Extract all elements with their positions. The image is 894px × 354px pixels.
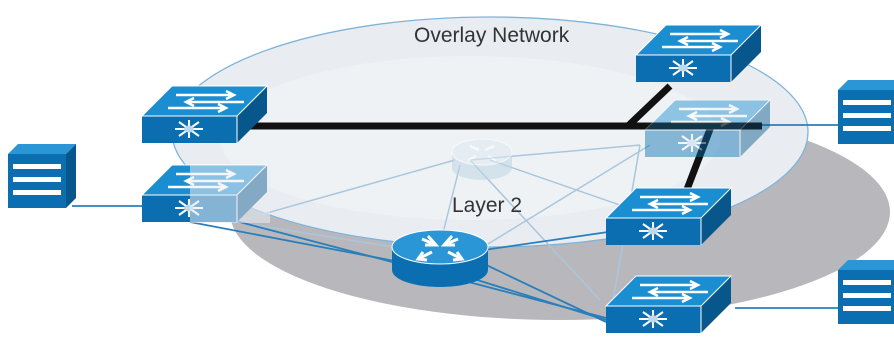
server-icon xyxy=(838,260,894,324)
router-icon xyxy=(390,228,490,289)
server-icon xyxy=(8,144,76,208)
server-icon xyxy=(838,80,894,144)
overlay-network-label: Overlay Network xyxy=(414,24,570,47)
router-icon xyxy=(451,138,513,180)
layer2-label: Layer 2 xyxy=(452,194,522,217)
switch-fade-mask xyxy=(190,165,270,223)
